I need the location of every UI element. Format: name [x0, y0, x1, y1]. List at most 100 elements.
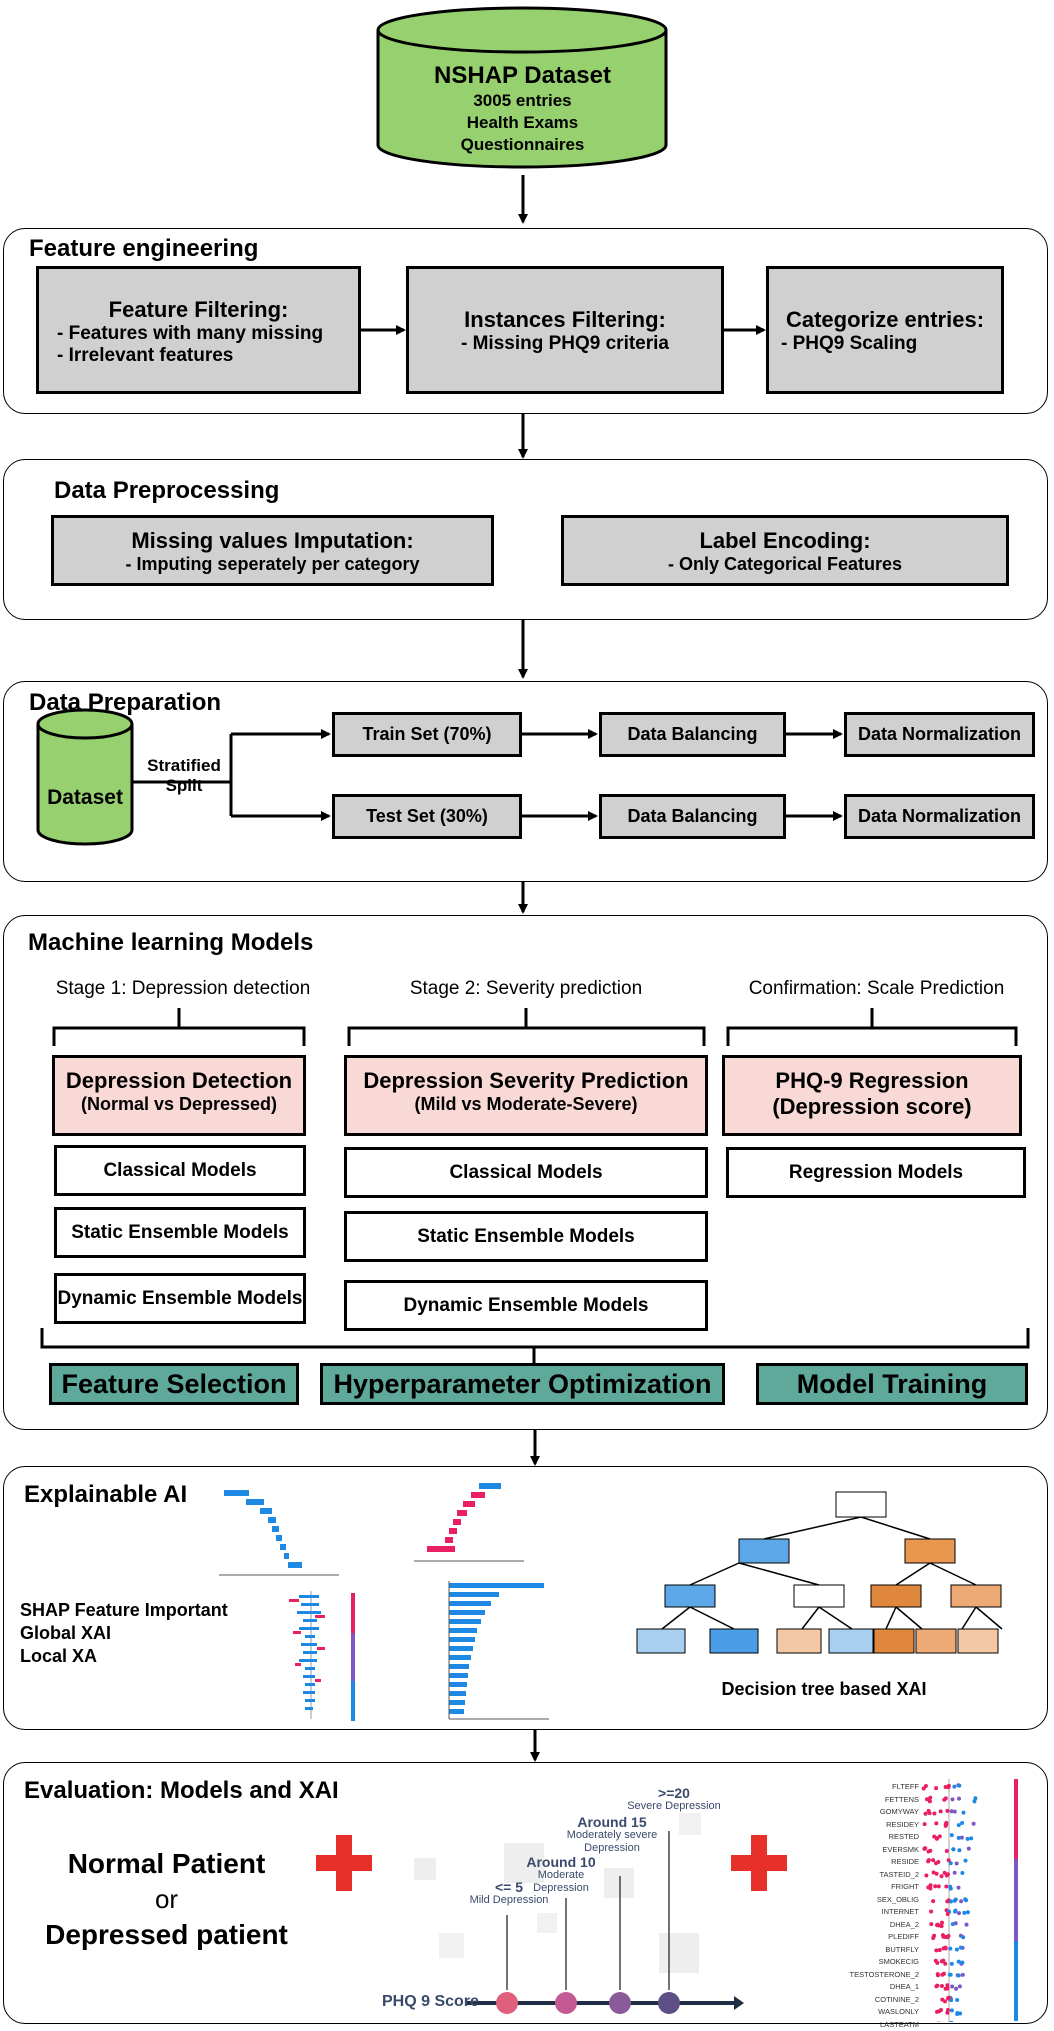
shap-point	[957, 1836, 961, 1840]
tree-caption: Decision tree based XAI	[674, 1679, 974, 1700]
level-score: Around 15	[557, 1816, 667, 1829]
shap-point	[933, 1884, 937, 1888]
shap-point	[950, 1833, 954, 1837]
shap-beeswarm-thumbnail	[259, 1589, 369, 1729]
shap-point	[927, 1809, 931, 1813]
ml-models-section: Machine learning Models Stage 1: Depress…	[3, 915, 1048, 1430]
shap-point	[944, 1822, 948, 1826]
shap-point	[950, 2008, 954, 2012]
level-desc: Moderate	[511, 1869, 611, 1882]
train-set-box: Train Set (70%)	[332, 712, 522, 757]
level-3: Around 15 Moderately severe Depression	[557, 1816, 667, 1855]
level-2: Around 10 Moderate Depression	[511, 1856, 611, 1895]
shap-waterfall-thumbnail	[214, 1485, 344, 1585]
shap-point	[957, 1886, 961, 1890]
shap-point	[936, 2022, 940, 2023]
xai-section: Explainable AI SHAP Feature Important Gl…	[3, 1466, 1048, 1730]
xai-labels: SHAP Feature Important Global XAI Local …	[20, 1599, 228, 1668]
section-title: Explainable AI	[24, 1481, 187, 1509]
xai-label: SHAP Feature Important	[20, 1599, 228, 1622]
stage1-header: Stage 1: Depression detection	[28, 978, 338, 1000]
shap-point	[961, 1935, 965, 1939]
feature-selection-box: Feature Selection	[49, 1363, 299, 1405]
shap-point	[967, 1847, 971, 1851]
shap-point	[945, 1874, 949, 1878]
shap-point	[951, 1922, 955, 1926]
shap-point	[941, 1933, 945, 1937]
shap-point	[972, 1822, 976, 1826]
shap-point	[959, 1946, 963, 1950]
target-sub: (Depression score)	[725, 1094, 1019, 1120]
dataset-text: NSHAP Dataset 3005 entries Health Exams …	[370, 62, 675, 156]
shap-point	[934, 1786, 938, 1790]
box-title: Feature Filtering:	[39, 297, 358, 323]
shap-point	[966, 1837, 970, 1841]
shap-point	[957, 1823, 961, 1827]
box-line: - PHQ9 Scaling	[769, 333, 1001, 355]
stage1-dynamic-box: Dynamic Ensemble Models	[54, 1273, 306, 1324]
shap-point	[940, 1924, 944, 1928]
level-desc: Mild Depression	[464, 1894, 554, 1907]
shap-point	[926, 1859, 930, 1863]
shap-point	[955, 1862, 959, 1866]
shap-beeswarm-plot	[874, 1777, 1034, 2022]
shap-point	[945, 1849, 949, 1853]
shap-point	[938, 1948, 942, 1952]
target-sub: (Normal vs Depressed)	[55, 1094, 303, 1115]
shap-point	[951, 1797, 955, 1801]
shap-point	[945, 1809, 949, 1813]
target-title: PHQ-9 Regression	[725, 1068, 1019, 1094]
shap-point	[932, 1871, 936, 1875]
level-score: Around 10	[511, 1856, 611, 1869]
model-training-box: Model Training	[756, 1363, 1028, 1405]
split-line: Split	[136, 776, 232, 796]
shap-point	[928, 1849, 932, 1853]
decision-tree-thumbnail	[624, 1487, 1019, 1672]
shap-point	[947, 1996, 951, 2000]
shap-point	[964, 1859, 968, 1863]
test-normalization-box: Data Normalization	[844, 794, 1035, 839]
shap-point	[940, 1921, 944, 1925]
xai-label: Global XAI	[20, 1622, 228, 1645]
stage1-static-box: Static Ensemble Models	[54, 1207, 306, 1258]
label-encoding-box: Label Encoding: - Only Categorical Featu…	[561, 515, 1009, 586]
feature-filtering-box: Feature Filtering: - Features with many …	[36, 266, 361, 394]
shap-point	[928, 1799, 932, 1803]
shap-point	[936, 1860, 940, 1864]
shap-point	[948, 1947, 952, 1951]
shap-point	[958, 1984, 962, 1988]
shap-point	[942, 1972, 946, 1976]
shap-point	[934, 1821, 938, 1825]
shap-point	[957, 1784, 961, 1788]
shap-point	[960, 1961, 964, 1965]
split-label: Stratified Split	[136, 756, 232, 796]
dataset-line: Questionnaires	[370, 134, 675, 156]
level-score: >=20	[619, 1787, 729, 1800]
shap-point	[955, 1948, 959, 1952]
shap-point	[926, 1885, 930, 1889]
shap-point	[957, 1911, 961, 1915]
box-title: Instances Filtering:	[409, 307, 721, 333]
test-balancing-box: Data Balancing	[599, 794, 786, 839]
shap-point	[929, 1922, 933, 1926]
shap-point	[966, 1910, 970, 1914]
box-line: - Imputing seperately per category	[54, 554, 491, 575]
shap-point	[942, 1946, 946, 1950]
shap-point	[953, 1871, 957, 1875]
shap-point	[940, 1874, 944, 1878]
box-line: - Missing PHQ9 criteria	[409, 333, 721, 355]
data-preprocessing-section: Data Preprocessing Missing values Imputa…	[3, 459, 1048, 620]
stage3-header: Confirmation: Scale Prediction	[719, 978, 1034, 1000]
shap-point	[954, 1987, 958, 1991]
section-title: Machine learning Models	[28, 929, 313, 957]
shap-point	[940, 1984, 944, 1988]
phq9-regression-box: PHQ-9 Regression (Depression score)	[722, 1055, 1022, 1136]
shap-point	[935, 1837, 939, 1841]
dataset-label: Dataset	[38, 786, 132, 810]
shap-point	[923, 1846, 927, 1850]
shap-point	[931, 1899, 935, 1903]
phq9-score-label: PHQ 9 Score	[382, 1993, 479, 2011]
shap-point	[953, 1810, 957, 1814]
shap-point	[960, 1871, 964, 1875]
dataset-line: 3005 entries	[370, 90, 675, 112]
